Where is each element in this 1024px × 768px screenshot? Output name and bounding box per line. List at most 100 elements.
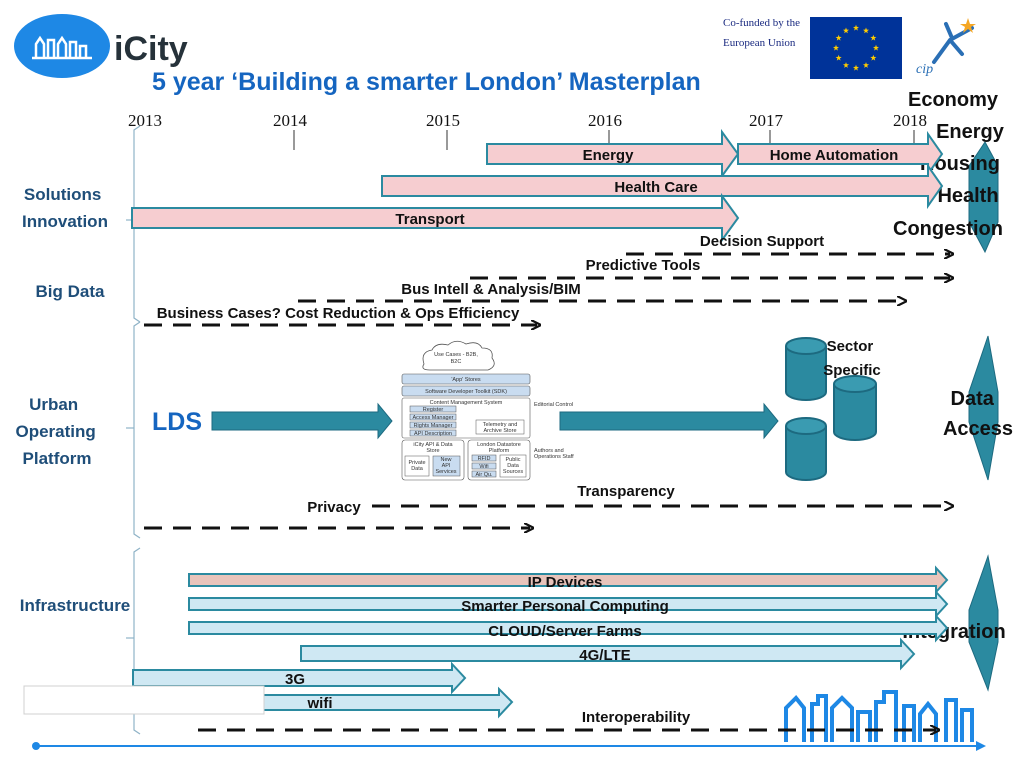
database-cylinder-icon	[833, 375, 877, 441]
diagram-text: London Datastore	[477, 442, 521, 448]
category-solutions-line: Innovation	[22, 212, 108, 231]
sector-specific-line: Sector	[827, 338, 874, 355]
city-skyline-icon	[784, 690, 974, 742]
diagram-text: 'App' Stores	[451, 377, 481, 383]
diagram-box	[475, 419, 525, 435]
diagram-text: Archive Store	[483, 428, 516, 434]
outcome-sector: Health	[937, 185, 998, 207]
icity-logo: iCity	[14, 14, 188, 78]
arrow-home-automation-label: Home Automation	[770, 147, 899, 164]
diagram-text: Sources	[503, 469, 523, 475]
diagram-box	[409, 429, 457, 437]
outcome-sector: Congestion	[893, 218, 1003, 240]
timeline: 2013 2014 2015 2016 2017 2018	[128, 111, 927, 150]
eu-star-icon	[843, 62, 849, 68]
arrow-lte-label: 4G/LTE	[579, 647, 630, 664]
cylinder-top	[785, 417, 827, 435]
year-label: 2015	[426, 111, 460, 130]
arrow-lte	[300, 637, 916, 671]
bracket-infrastructure	[133, 547, 141, 735]
arrow-ip-devices-label: IP Devices	[528, 574, 603, 591]
diagram-text: iCity API & Data	[413, 442, 453, 448]
diagram-text: Data	[507, 463, 520, 469]
label-predictive-tools: Predictive Tools	[586, 257, 701, 274]
diagram-text: API	[442, 463, 451, 469]
diagram-text: Editorial Control	[534, 402, 573, 408]
arrow-health-care	[381, 162, 944, 210]
category-uop-line: Operating	[15, 422, 95, 441]
diagram-text: B2C	[451, 359, 462, 365]
arrow-personal-computing-label: Smarter Personal Computing	[461, 598, 669, 615]
category-uop-line: Urban	[29, 395, 78, 414]
label-decision-support: Decision Support	[700, 233, 824, 250]
year-label: 2014	[273, 111, 308, 130]
diagram-box	[471, 454, 497, 462]
arrow-cloud	[188, 613, 949, 643]
label-business-cases: Business Cases? Cost Reduction & Ops Eff…	[157, 305, 520, 322]
diagram-text: New	[440, 457, 451, 463]
icity-logo-badge	[14, 14, 110, 78]
category-solutions: Solutions Innovation	[22, 185, 108, 231]
cylinder-top	[833, 375, 877, 393]
eu-star-icon	[863, 62, 869, 68]
outcome-arrow-integration	[968, 554, 999, 692]
diagram-text: API Description	[414, 431, 452, 437]
cip-runner-icon	[932, 22, 974, 64]
diagram-text: Telemetry and	[483, 422, 518, 428]
cylinder-top	[785, 337, 827, 355]
eu-star-icon	[863, 27, 869, 34]
diagram-text: Register	[423, 407, 444, 413]
lds-label: LDS	[152, 408, 202, 436]
eu-star-icon	[833, 44, 839, 51]
sector-specific-line: Specific	[823, 362, 881, 379]
bracket-platform	[133, 321, 141, 539]
eu-star-icon	[835, 54, 842, 61]
diagram-text: Wifi	[479, 464, 488, 470]
arrow-cloud-label: CLOUD/Server Farms	[488, 623, 641, 640]
eu-flag-stars	[833, 24, 879, 71]
arrow-energy	[486, 128, 740, 180]
cip-logo: cip	[916, 18, 976, 77]
diagram-text: Rights Manager	[414, 423, 453, 429]
diagram-box	[471, 462, 497, 470]
diagram-box	[409, 405, 457, 413]
eu-star-icon	[873, 44, 879, 51]
icity-logo-text: iCity	[114, 30, 188, 68]
page-title: 5 year ‘Building a smarter London’ Maste…	[152, 68, 701, 96]
outcome-sector: Energy	[936, 121, 1005, 143]
label-transparency: Transparency	[577, 483, 675, 500]
big-data-lines	[144, 254, 950, 325]
diagram-text: Private	[408, 460, 425, 466]
eu-star-icon	[843, 27, 849, 34]
database-cylinder-icon	[785, 417, 827, 481]
diagram-text: Operations Staff	[534, 454, 574, 460]
diagram-text: Public	[506, 457, 521, 463]
arrow-3g-label: 3G	[285, 671, 305, 688]
outcome-sector: Economy	[908, 89, 999, 111]
year-label: 2013	[128, 111, 162, 130]
category-infrastructure: Infrastructure	[20, 596, 131, 615]
eu-star-icon	[853, 24, 859, 31]
diagram-text: Access Manager	[413, 415, 454, 421]
arrow-home-automation	[737, 130, 944, 178]
arrow-wifi-label: wifi	[307, 695, 333, 712]
sector-specific-label: Sector Specific	[823, 338, 881, 379]
diagram-text: Store	[426, 448, 439, 454]
city-skyline-icon	[32, 35, 92, 60]
diagram-text: Authors and	[534, 448, 564, 454]
diagram-box	[499, 454, 527, 478]
use-cases-cloud	[422, 340, 495, 371]
category-big-data: Big Data	[36, 282, 106, 301]
diagram-box	[432, 455, 461, 477]
bottom-axis-arrowhead	[976, 741, 986, 751]
platform-dashed-lines	[144, 506, 950, 528]
cip-star-icon	[960, 18, 976, 33]
year-label: 2018	[893, 111, 927, 130]
arrow-ip-devices	[188, 565, 949, 595]
cofunded-line2: European Union	[723, 37, 796, 49]
diagram-box	[401, 373, 531, 385]
outcome-data-access-line: Data	[951, 388, 995, 410]
label-bus-intell: Bus Intell & Analysis/BIM	[401, 281, 580, 298]
cofunded-line1: Co-funded by the	[723, 17, 800, 29]
outcome-arrow-sectors	[968, 141, 999, 254]
